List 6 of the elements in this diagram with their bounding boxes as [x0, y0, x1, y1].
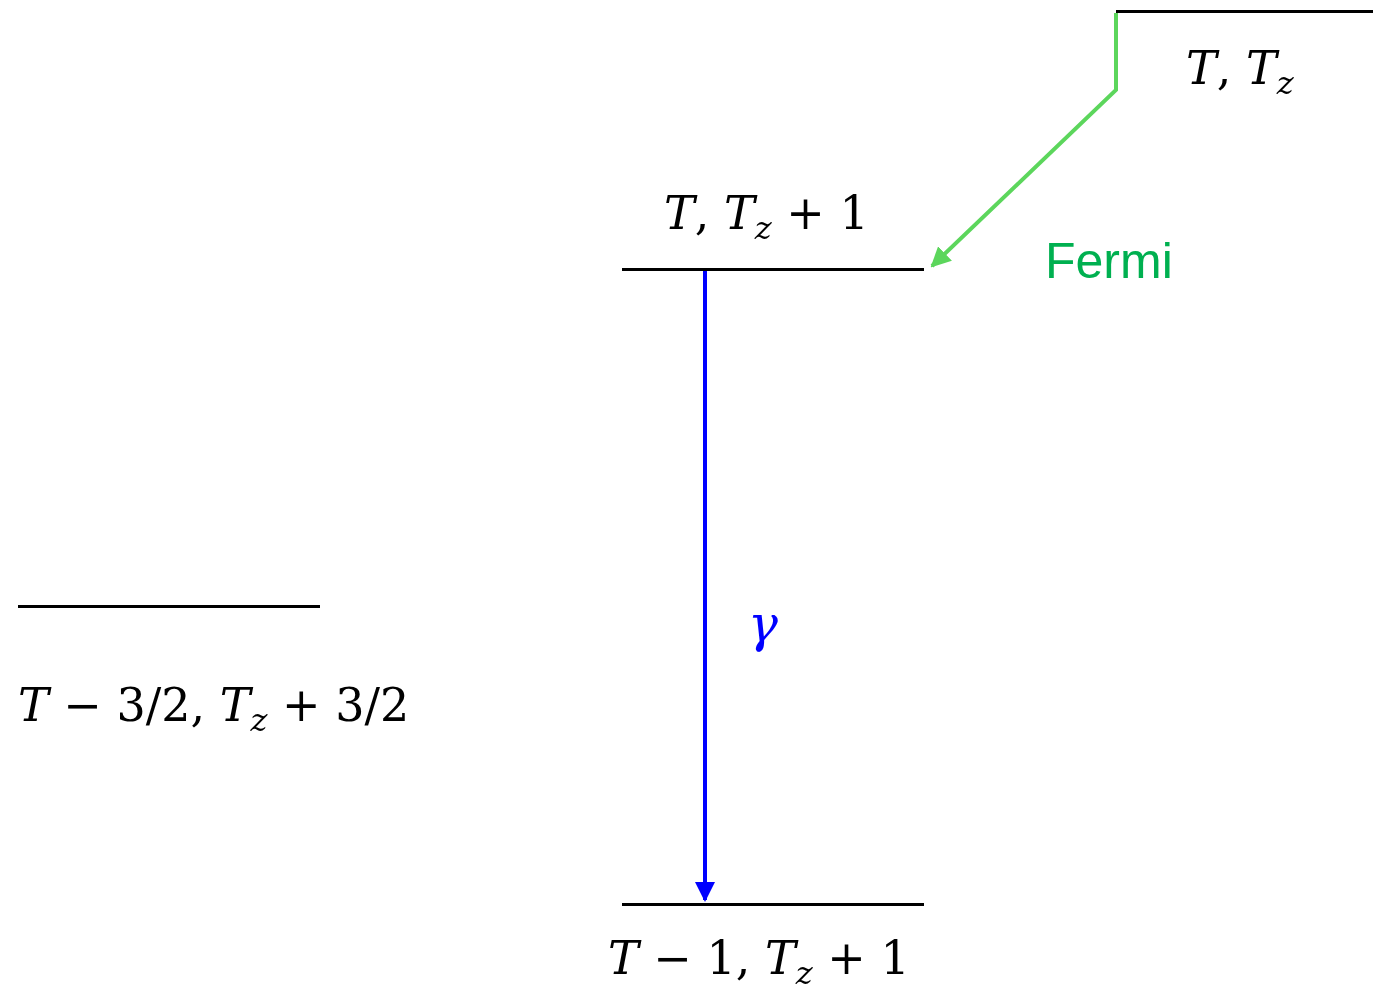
arrow [695, 271, 715, 902]
level-label: T − 3/2, T$_{z}$ + 3/2 [18, 678, 410, 740]
level-label: T − 1, T$_{z}$ + 1 [608, 931, 910, 993]
level-label: T, T$_{z}$ + 1 [664, 186, 869, 248]
level-label: T, T$_{z}$ [1186, 41, 1294, 103]
arrow [930, 13, 1118, 268]
